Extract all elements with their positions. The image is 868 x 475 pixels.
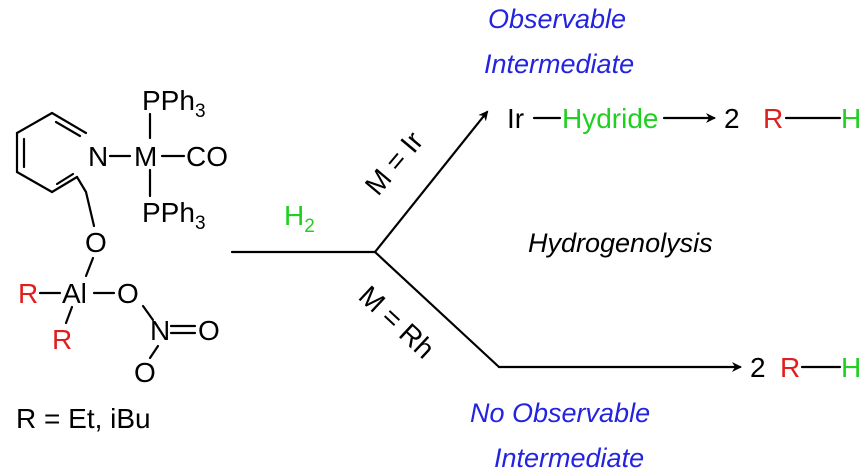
nitrate-double-oxygen: O — [198, 315, 220, 346]
carbonyl-ligand: CO — [186, 141, 228, 172]
o-n-bond — [141, 304, 155, 322]
r-al-bond-bottom — [64, 305, 74, 325]
product-lower-coef: 2 — [750, 352, 766, 383]
hydrogen-reagent: H2 — [284, 200, 315, 237]
product-upper-coef: 2 — [724, 103, 740, 134]
no-observable-note-line2: Intermediate — [494, 443, 644, 473]
iridium-label: Ir — [507, 103, 524, 134]
product-lower-r: R — [780, 352, 800, 383]
hydrogenolysis-label: Hydrogenolysis — [528, 228, 713, 258]
alkyl-r-left: R — [18, 278, 38, 309]
pph3-bottom: PPh3 — [142, 197, 206, 234]
o-al-bond — [84, 256, 95, 278]
hydride-label: Hydride — [562, 103, 658, 134]
no-observable-note-line1: No Observable — [470, 398, 650, 428]
pph3-top: PPh3 — [142, 85, 206, 122]
aluminum: Al — [62, 278, 87, 309]
condition-iridium: M = Ir — [359, 126, 429, 201]
alkyl-r-bottom: R — [52, 324, 72, 355]
condition-rhodium: M = Rh — [353, 280, 441, 365]
bridging-oxygen: O — [85, 227, 107, 258]
arrow-lower-branch-diag — [373, 250, 501, 369]
nitrate-oxygen: O — [117, 278, 139, 309]
pyridine-nitrogen: N — [88, 141, 108, 172]
substituent-definition: R = Et, iBu — [16, 403, 151, 434]
nitrate-nitrogen: N — [150, 315, 170, 346]
product-upper-h: H — [841, 103, 861, 134]
observable-note-line1: Observable — [488, 4, 626, 34]
n-o-bottom-bond — [148, 344, 160, 360]
product-upper-r: R — [763, 103, 783, 134]
nitrate-bottom-oxygen: O — [134, 357, 156, 388]
product-lower-h: H — [841, 352, 861, 383]
pyridine-ring — [15, 111, 88, 194]
arrow-upper-branch — [373, 110, 489, 254]
metal-center: M — [134, 141, 157, 172]
ring-o-bond — [84, 190, 96, 228]
observable-note-line2: Intermediate — [484, 49, 634, 79]
